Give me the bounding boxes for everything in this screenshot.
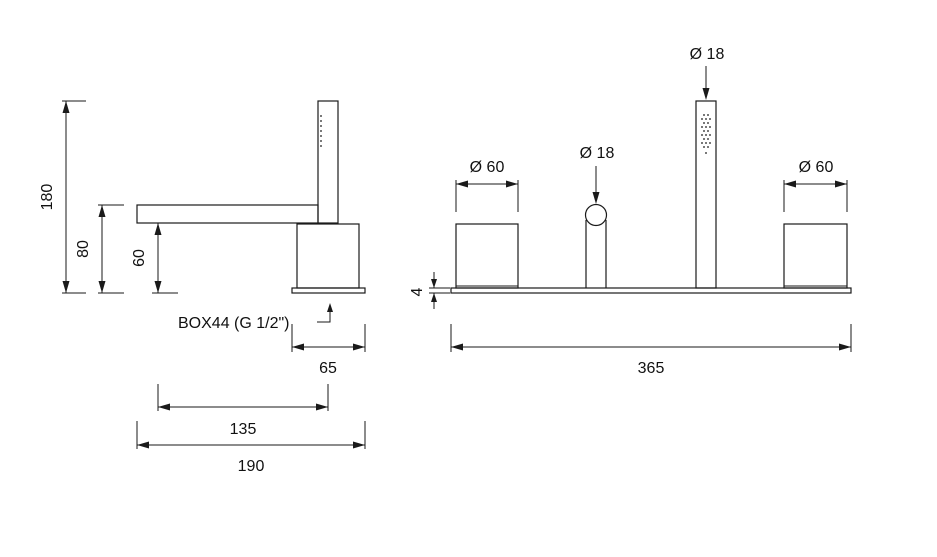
dia-spout-dim: Ø 18: [580, 145, 615, 204]
side-faucet-outline: [136, 100, 366, 294]
box44-callout: BOX44 (G 1/2"): [178, 303, 333, 332]
dim-180: 180: [39, 100, 86, 294]
right-handle: [783, 223, 848, 289]
dia-spout-label: Ø 18: [580, 145, 615, 162]
dim-4: 4: [409, 272, 450, 309]
dim-65-label: 65: [319, 360, 337, 377]
dim-365-label: 365: [638, 360, 665, 377]
dim-190: 190: [136, 421, 366, 475]
dia-shower-label: Ø 18: [690, 46, 725, 63]
dim-60: 60: [131, 222, 178, 294]
left-handle: [455, 223, 519, 289]
front-view: Ø 60 Ø 18 Ø 18 Ø 60: [409, 46, 852, 377]
side-view: 180 80 60 BOX44 (G 1/2"): [39, 100, 366, 475]
dim-4-label: 4: [409, 287, 426, 296]
dim-135-label: 135: [230, 421, 257, 438]
dia-right-label: Ø 60: [799, 159, 834, 176]
dim-190-label: 190: [238, 458, 265, 475]
dim-80-label: 80: [75, 240, 92, 258]
front-hand-shower: [695, 100, 717, 289]
dia-shower-dim: Ø 18: [690, 46, 725, 100]
front-base-plate: [450, 287, 852, 294]
dim-60-label: 60: [131, 249, 148, 267]
dia-left-dim: Ø 60: [455, 159, 519, 212]
dim-365: 365: [450, 324, 852, 377]
dim-65: 65: [291, 324, 366, 377]
front-shower-nozzle: [701, 114, 711, 154]
dia-right-dim: Ø 60: [783, 159, 848, 212]
dim-135: 135: [157, 384, 329, 438]
dim-80: 80: [75, 204, 124, 294]
box44-label: BOX44 (G 1/2"): [178, 315, 290, 332]
dim-180-label: 180: [39, 184, 56, 211]
front-spout: [584, 203, 608, 288]
dia-left-label: Ø 60: [470, 159, 505, 176]
side-shower-nozzle: [320, 115, 322, 147]
